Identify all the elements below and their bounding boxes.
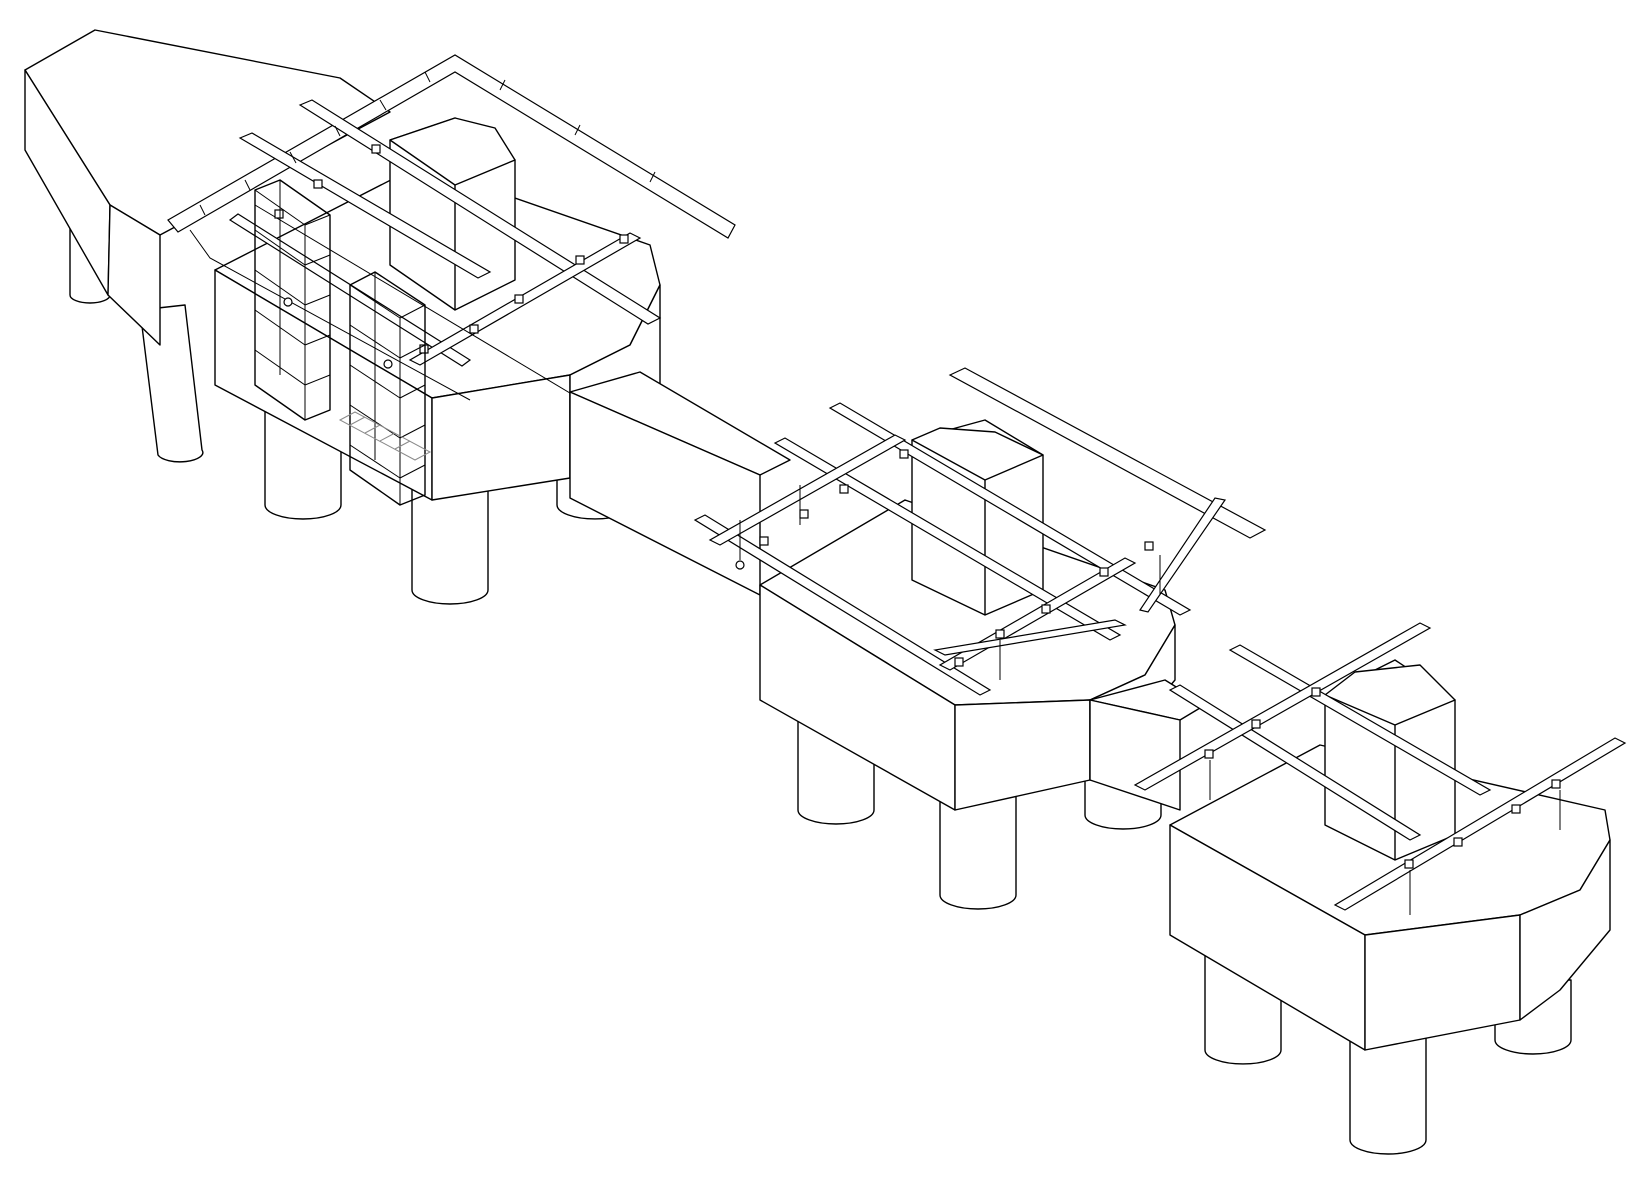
cage-left — [254, 179, 331, 421]
pier-2-frame-nodes — [759, 449, 1154, 667]
pier-3-frame-nodes — [1204, 687, 1561, 869]
pier-1-frame-nodes — [274, 144, 629, 354]
grey-mesh-panel — [338, 411, 432, 461]
cage-right — [349, 271, 426, 506]
pier-1-cap-left — [24, 29, 391, 346]
pier-1-column — [389, 117, 516, 311]
pier-3 — [1133, 622, 1627, 1155]
pier-3-frame — [1133, 622, 1627, 915]
pier-2 — [693, 367, 1267, 910]
pier-1-cages — [254, 179, 432, 506]
pier-3-column — [1324, 659, 1456, 861]
pier-2-frame — [693, 367, 1267, 696]
tie-beam-1 — [569, 371, 791, 596]
pier-1-frame-rungs — [199, 71, 656, 216]
pier-1 — [24, 29, 736, 605]
